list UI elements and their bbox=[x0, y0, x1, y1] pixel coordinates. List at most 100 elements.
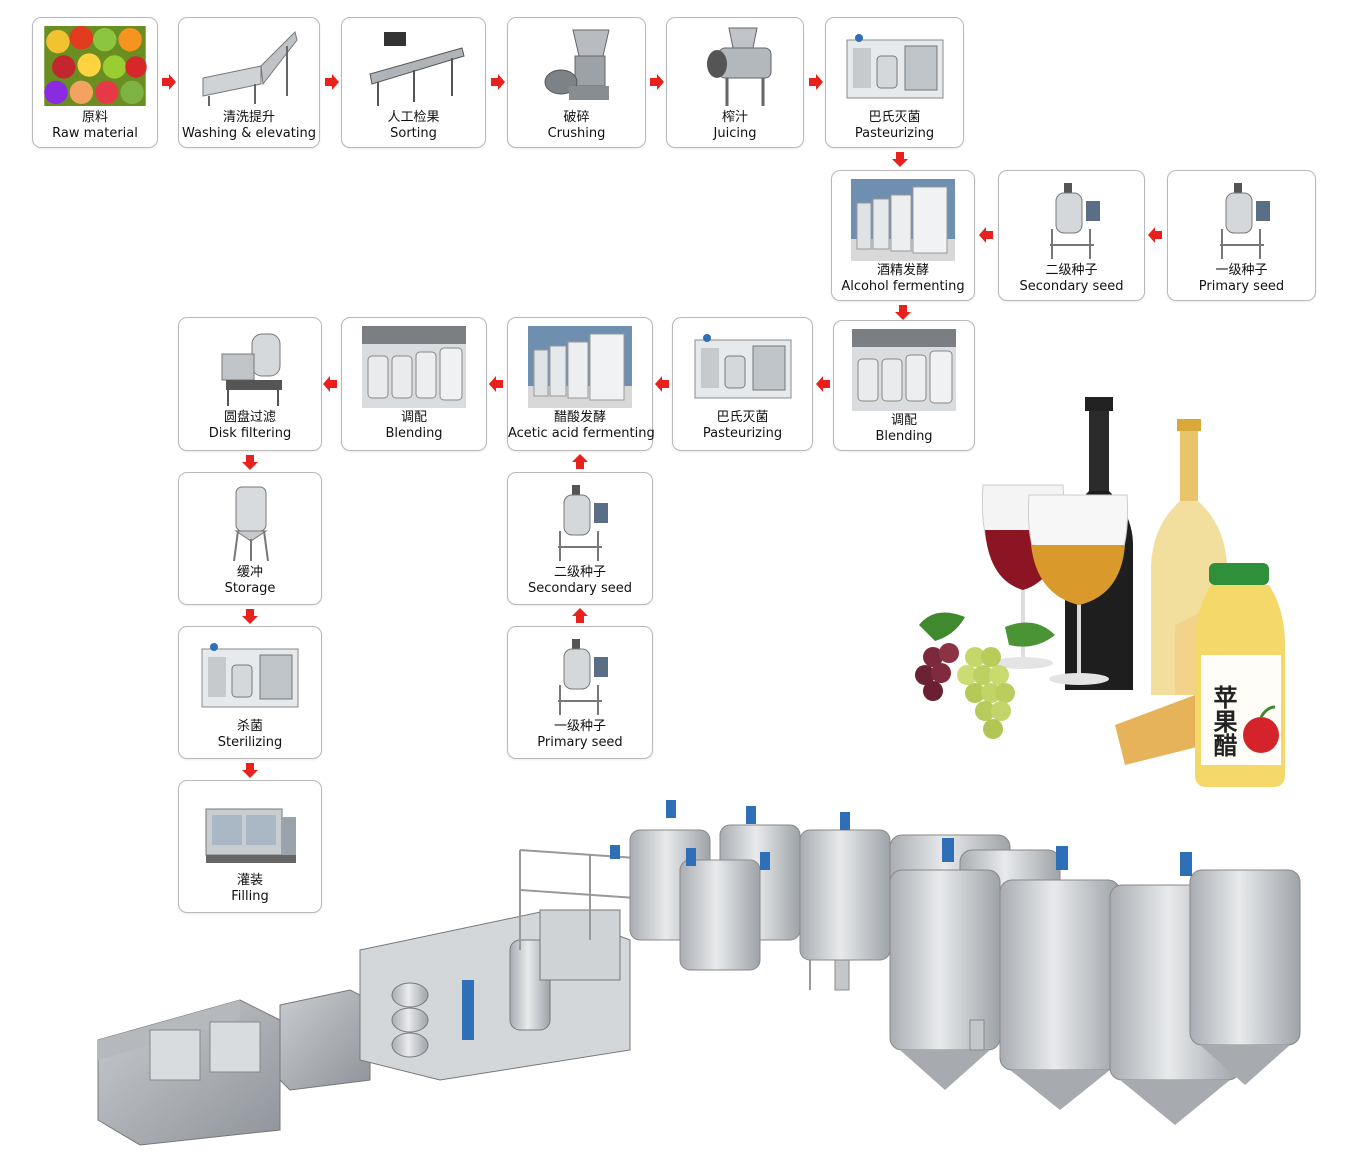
step-label-en: Primary seed bbox=[537, 735, 623, 750]
arrow-up-icon bbox=[572, 608, 588, 624]
arrow-down-icon bbox=[242, 762, 258, 778]
step-disk-filtering: 圆盘过滤 Disk filtering bbox=[178, 317, 322, 451]
step-acetic-fermenting: 醋酸发酵 Acetic acid fermenting bbox=[507, 317, 655, 451]
step-blending-2: 调配 Blending bbox=[341, 317, 487, 451]
product-illustration: 苹果醋 bbox=[915, 397, 1285, 787]
heat-exchanger-module bbox=[359, 909, 631, 1081]
arrow-right-icon bbox=[489, 74, 505, 90]
arrow-left-icon bbox=[323, 376, 339, 392]
apple-vinegar-bottle: 苹果醋 bbox=[1195, 563, 1285, 787]
disk-filter-image bbox=[221, 333, 282, 406]
arrow-up-icon bbox=[572, 454, 588, 470]
large-tanks bbox=[834, 834, 1301, 1125]
storage-tank-image bbox=[233, 486, 269, 562]
step-label-en: Secondary seed bbox=[1019, 279, 1124, 294]
step-blending-1: 调配 Blending bbox=[833, 320, 975, 451]
fruit-image bbox=[44, 26, 147, 106]
small-tanks bbox=[610, 800, 891, 971]
step-label-en: Acetic acid fermenting bbox=[508, 426, 655, 441]
step-label-cn: 杀菌 bbox=[236, 719, 263, 734]
step-label-cn: 巴氏灭菌 bbox=[868, 110, 921, 125]
arrow-down-icon bbox=[242, 454, 258, 470]
arrow-down-icon bbox=[895, 304, 911, 320]
step-label-en: Pasteurizing bbox=[702, 426, 783, 441]
step-label-en: Primary seed bbox=[1198, 279, 1285, 294]
filling-station bbox=[97, 989, 371, 1146]
step-label-en: Raw material bbox=[52, 126, 138, 141]
washing-machine-image bbox=[202, 31, 298, 106]
step-label-cn: 破碎 bbox=[563, 110, 590, 125]
seed-tank-image bbox=[1049, 183, 1100, 259]
grapes bbox=[915, 612, 1055, 739]
juicer-image bbox=[707, 27, 772, 106]
step-label-en: Juicing bbox=[713, 126, 757, 141]
seed-tank-image bbox=[1219, 183, 1270, 259]
arrow-down-icon bbox=[892, 151, 908, 167]
step-label-cn: 原料 bbox=[81, 110, 108, 125]
step-label-cn: 人工检果 bbox=[387, 110, 440, 125]
step-label-cn: 灌装 bbox=[236, 873, 263, 888]
fermentation-tanks-image bbox=[851, 179, 955, 261]
arrow-right-icon bbox=[323, 74, 339, 90]
step-label-cn: 一级种子 bbox=[553, 719, 606, 734]
step-label-cn: 二级种子 bbox=[1045, 263, 1098, 278]
arrow-right-icon bbox=[648, 74, 664, 90]
arrow-left-icon bbox=[489, 376, 505, 392]
arrow-left-icon bbox=[816, 376, 832, 392]
seed-tank-image bbox=[558, 639, 608, 715]
step-label-cn: 调配 bbox=[400, 410, 427, 425]
sterilizer-image bbox=[201, 643, 299, 708]
blending-tanks-image bbox=[362, 326, 466, 408]
step-label-cn: 清洗提升 bbox=[222, 110, 275, 125]
step-crushing: 破碎 Crushing bbox=[507, 17, 646, 148]
product-label: 苹果醋 bbox=[1209, 684, 1237, 757]
step-label-en: Disk filtering bbox=[208, 426, 292, 441]
filling-machine-image bbox=[205, 808, 296, 863]
step-primary-seed-1: 一级种子 Primary seed bbox=[1167, 170, 1316, 301]
step-label-cn: 调配 bbox=[890, 413, 917, 428]
arrow-right-icon bbox=[807, 74, 823, 90]
step-label-en: Crushing bbox=[547, 126, 606, 141]
sorting-conveyor-image bbox=[368, 32, 465, 106]
step-label-en: Sterilizing bbox=[217, 735, 283, 750]
step-label-en: Blending bbox=[875, 429, 933, 444]
white-wine-glass bbox=[1027, 494, 1129, 685]
step-label-en: Secondary seed bbox=[528, 581, 632, 596]
step-label-cn: 缓冲 bbox=[236, 565, 263, 580]
step-washing: 清洗提升 Washing & elevating bbox=[178, 17, 320, 148]
blending-tanks-image bbox=[852, 329, 956, 411]
step-label-en: Sorting bbox=[390, 126, 437, 141]
step-label-cn: 巴氏灭菌 bbox=[716, 410, 769, 425]
step-label-cn: 榨汁 bbox=[721, 110, 748, 125]
arrow-down-icon bbox=[242, 608, 258, 624]
step-storage: 缓冲 Storage bbox=[178, 472, 322, 605]
step-label-en: Washing & elevating bbox=[182, 126, 316, 141]
step-label-cn: 二级种子 bbox=[553, 565, 606, 580]
step-secondary-seed-1: 二级种子 Secondary seed bbox=[998, 170, 1145, 301]
step-alcohol-fermenting: 酒精发酵 Alcohol fermenting bbox=[831, 170, 975, 301]
step-pasteurizing-2: 巴氏灭菌 Pasteurizing bbox=[672, 317, 813, 451]
step-label-cn: 一级种子 bbox=[1215, 263, 1268, 278]
step-label-en: Blending bbox=[385, 426, 443, 441]
step-sterilizing: 杀菌 Sterilizing bbox=[178, 626, 322, 759]
pasteurizer-image bbox=[694, 334, 791, 399]
arrow-right-icon bbox=[160, 74, 176, 90]
step-filling: 灌装 Filling bbox=[178, 780, 322, 913]
step-label-cn: 醋酸发酵 bbox=[553, 410, 606, 425]
step-label-cn: 圆盘过滤 bbox=[223, 410, 276, 425]
pasteurizer-image bbox=[846, 34, 943, 99]
step-label-en: Storage bbox=[224, 581, 276, 596]
arrow-left-icon bbox=[979, 227, 995, 243]
step-sorting: 人工检果 Sorting bbox=[341, 17, 486, 148]
seed-tank-image bbox=[558, 485, 608, 561]
step-label-cn: 酒精发酵 bbox=[876, 263, 929, 278]
step-label-en: Pasteurizing bbox=[854, 126, 935, 141]
step-pasteurizing-1: 巴氏灭菌 Pasteurizing bbox=[825, 17, 964, 148]
step-label-en: Alcohol fermenting bbox=[841, 279, 965, 294]
crusher-image bbox=[544, 29, 610, 100]
step-label-en: Filling bbox=[231, 889, 269, 904]
step-secondary-seed-2: 二级种子 Secondary seed bbox=[507, 472, 653, 605]
step-primary-seed-2: 一级种子 Primary seed bbox=[507, 626, 653, 759]
step-juicing: 榨汁 Juicing bbox=[666, 17, 804, 148]
arrow-left-icon bbox=[1148, 227, 1164, 243]
